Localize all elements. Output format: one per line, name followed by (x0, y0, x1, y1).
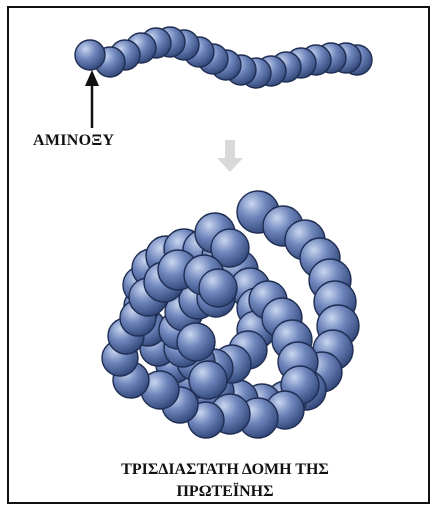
up-arrow-icon (85, 70, 99, 128)
amino-acid-chain (75, 27, 372, 88)
down-arrow-icon (217, 140, 243, 172)
amino-acid-label: ΑΜΙΝΟΞΥ (33, 132, 114, 150)
structure-caption: ΤΡΙΣΔΙΑΣΤΑΤΗ ΔΟΜΗ ΤΗΣ ΠΡΩΤΕΪΝΗΣ (60, 459, 390, 503)
protein-bead (189, 361, 227, 399)
protein-bead (199, 269, 237, 307)
structure-caption-line-2: ΠΡΩΤΕΪΝΗΣ (60, 481, 390, 503)
protein-bead (177, 323, 215, 361)
structure-caption-line-1: ΤΡΙΣΔΙΑΣΤΑΤΗ ΔΟΜΗ ΤΗΣ (60, 459, 390, 481)
folded-protein (102, 191, 359, 438)
amino-acid-bead (75, 40, 105, 70)
